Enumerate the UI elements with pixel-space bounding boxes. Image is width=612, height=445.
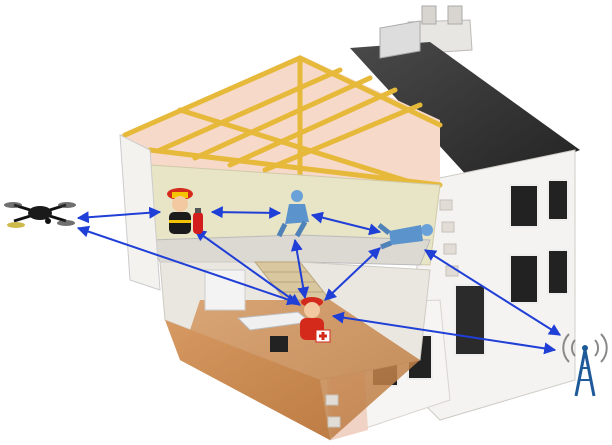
upper-floor: [149, 234, 431, 266]
roof: [350, 42, 580, 190]
roof-rafters: [122, 55, 443, 188]
attic-vent: [379, 20, 421, 59]
communication-links: [76, 206, 562, 355]
crawling-person-icon: [276, 190, 309, 238]
fire-extinguisher-icon: [193, 208, 203, 234]
fallen-person-icon: [377, 223, 433, 250]
cell-tower-icon: [562, 333, 608, 397]
link-person-crawling-to-person-fallen: [310, 211, 382, 236]
firefighter-icon: [167, 188, 193, 234]
link-paramedic-to-cell-tower: [331, 311, 557, 355]
link-person-crawling-to-paramedic: [290, 238, 310, 300]
kitchen-counter: [204, 269, 246, 311]
link-drone-to-firefighter-attic: [76, 206, 162, 224]
link-firefighter-attic-to-person-crawling: [210, 206, 282, 219]
paramedic-icon: [300, 297, 331, 343]
link-firefighter-attic-to-paramedic: [194, 229, 301, 306]
drone-icon: [4, 202, 76, 228]
link-person-fallen-to-paramedic: [324, 247, 381, 301]
